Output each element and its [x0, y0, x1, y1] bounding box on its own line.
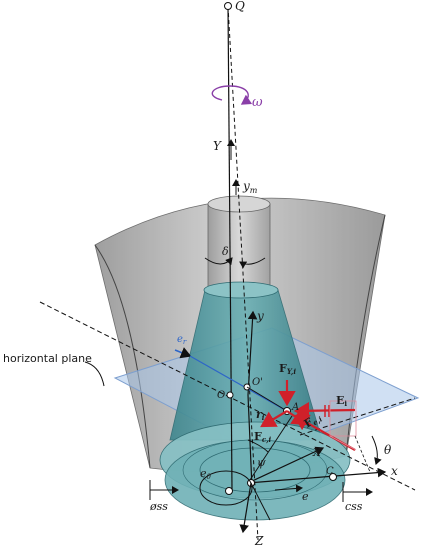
omega-arrow — [211, 85, 253, 105]
force-box-diag — [329, 435, 357, 451]
label-X: X — [312, 446, 322, 459]
axis-y-lower — [247, 394, 253, 489]
force-F-e — [286, 409, 308, 426]
axis-dashed-line — [227, 5, 259, 541]
label-oss: øss — [149, 500, 168, 513]
O-prime-to-A — [246, 386, 288, 412]
axis-y — [247, 310, 258, 396]
delta-arc — [204, 257, 233, 266]
axis-Z-2 — [250, 482, 271, 521]
label-delta: δ — [222, 245, 229, 258]
label-omega: ω — [252, 95, 263, 110]
label-theta: θ — [384, 443, 392, 457]
label-y: y — [256, 309, 264, 323]
label-C: C — [326, 466, 334, 477]
point-Q — [224, 2, 232, 10]
point-O — [226, 391, 234, 399]
label-e: e — [302, 490, 309, 503]
label-F-e: Fe,i — [302, 410, 324, 431]
point-C — [329, 473, 337, 481]
label-css: css — [345, 500, 363, 513]
blue-line — [189, 355, 286, 411]
label-e0: e0 — [200, 467, 212, 481]
radial-line — [247, 415, 293, 484]
axis-Z — [239, 482, 252, 534]
plane-pointer — [84, 361, 105, 387]
label-e-r: er — [177, 334, 187, 346]
e0-ellipse — [199, 470, 253, 506]
axis-x — [247, 467, 387, 484]
axis-X — [247, 446, 325, 484]
label-Y: Y — [213, 139, 222, 153]
force-box — [329, 400, 357, 437]
label-horizontal-plane: horizontal plane — [3, 352, 92, 365]
e-r-vector — [174, 347, 192, 359]
label-Z: Z — [254, 534, 264, 548]
label-O-prime: O' — [252, 377, 263, 388]
label-E-i: Ei — [336, 394, 347, 408]
theta-ref-line — [354, 435, 371, 473]
e-arrow — [274, 484, 303, 493]
label-x: x — [391, 464, 398, 478]
label-F-Y: FY,i — [279, 362, 296, 376]
label-r-i: ri — [256, 408, 265, 422]
label-O: O — [217, 390, 225, 401]
point-e0 — [225, 487, 233, 495]
label-psi: ψ — [257, 456, 266, 469]
force-F-c — [260, 410, 288, 428]
label-A: A — [291, 402, 299, 413]
label-Q: Q — [235, 0, 245, 13]
label-y-m: ym — [242, 179, 258, 195]
psi-arc — [247, 439, 269, 453]
delta-arc-2 — [239, 257, 266, 269]
theta-arc — [371, 435, 382, 465]
label-F-c: Fc,i — [254, 430, 272, 444]
